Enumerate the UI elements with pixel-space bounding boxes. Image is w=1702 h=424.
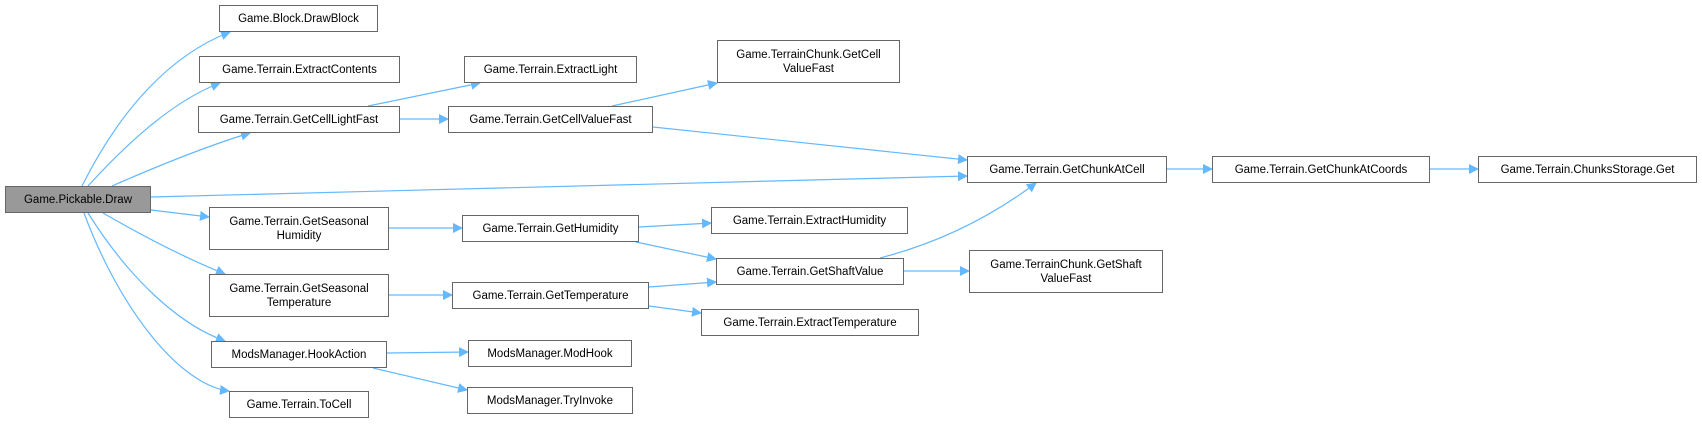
graph-node-get-humidity[interactable]: Game.Terrain.GetHumidity — [462, 215, 639, 242]
graph-node-hook-action[interactable]: ModsManager.HookAction — [211, 341, 387, 368]
graph-node-get-chunk-at-coords[interactable]: Game.Terrain.GetChunkAtCoords — [1212, 156, 1430, 183]
graph-node-extract-humidity[interactable]: Game.Terrain.ExtractHumidity — [711, 207, 908, 234]
graph-node-get-seasonal-humidity[interactable]: Game.Terrain.GetSeasonal Humidity — [209, 207, 389, 250]
graph-node-chunk-get-cell-value-fast[interactable]: Game.TerrainChunk.GetCell ValueFast — [717, 40, 900, 83]
graph-node-get-cell-light-fast[interactable]: Game.Terrain.GetCellLightFast — [198, 106, 400, 133]
call-edge-pickable-draw-to-get-chunk-at-cell — [150, 171, 968, 198]
call-edge-pickable-draw-to-get-seasonal-humidity — [150, 209, 210, 221]
graph-node-chunk-get-shaft-value-fast[interactable]: Game.TerrainChunk.GetShaft ValueFast — [969, 250, 1163, 293]
call-edge-get-humidity-to-get-shaft-value — [635, 241, 717, 263]
graph-node-mod-hook[interactable]: ModsManager.ModHook — [468, 340, 632, 367]
call-edge-pickable-draw-to-to-cell — [83, 212, 230, 395]
call-edge-hook-action-to-try-invoke — [372, 367, 468, 393]
graph-node-get-shaft-value[interactable]: Game.Terrain.GetShaftValue — [716, 258, 904, 285]
call-edge-pickable-draw-to-hook-action — [87, 212, 226, 343]
graph-node-extract-contents[interactable]: Game.Terrain.ExtractContents — [199, 56, 400, 83]
graph-node-get-chunk-at-cell[interactable]: Game.Terrain.GetChunkAtCell — [967, 156, 1167, 183]
graph-node-chunks-storage-get[interactable]: Game.Terrain.ChunksStorage.Get — [1478, 156, 1697, 183]
graph-node-get-seasonal-temperature[interactable]: Game.Terrain.GetSeasonal Temperature — [209, 274, 389, 317]
call-edge-hook-action-to-mod-hook — [386, 347, 469, 358]
call-edge-pickable-draw-to-get-seasonal-temperature — [102, 212, 226, 276]
graph-node-try-invoke[interactable]: ModsManager.TryInvoke — [467, 387, 633, 414]
call-edge-get-humidity-to-extract-humidity — [638, 218, 712, 229]
graph-node-pickable-draw: Game.Pickable.Draw — [5, 186, 151, 213]
graph-node-get-temperature[interactable]: Game.Terrain.GetTemperature — [452, 282, 649, 309]
call-edge-get-cell-light-fast-to-extract-light — [367, 79, 481, 107]
graph-node-extract-temperature[interactable]: Game.Terrain.ExtractTemperature — [701, 309, 919, 336]
call-edge-get-temperature-to-extract-temperature — [648, 305, 702, 317]
graph-node-get-cell-value-fast[interactable]: Game.Terrain.GetCellValueFast — [448, 106, 653, 133]
call-edge-get-temperature-to-get-shaft-value — [648, 277, 717, 288]
graph-node-extract-light[interactable]: Game.Terrain.ExtractLight — [464, 56, 637, 83]
graph-node-draw-block[interactable]: Game.Block.DrawBlock — [219, 5, 378, 32]
call-edge-get-cell-value-fast-to-get-chunk-at-cell — [652, 126, 968, 165]
call-edge-pickable-draw-to-draw-block — [81, 30, 231, 187]
call-edge-pickable-draw-to-get-cell-light-fast — [111, 130, 251, 187]
graph-node-to-cell[interactable]: Game.Terrain.ToCell — [229, 391, 369, 418]
call-edge-get-shaft-value-to-get-chunk-at-cell — [879, 182, 1037, 259]
call-edge-pickable-draw-to-extract-contents — [87, 81, 221, 187]
call-edge-get-cell-value-fast-to-chunk-get-cell-value-fast — [611, 80, 718, 107]
